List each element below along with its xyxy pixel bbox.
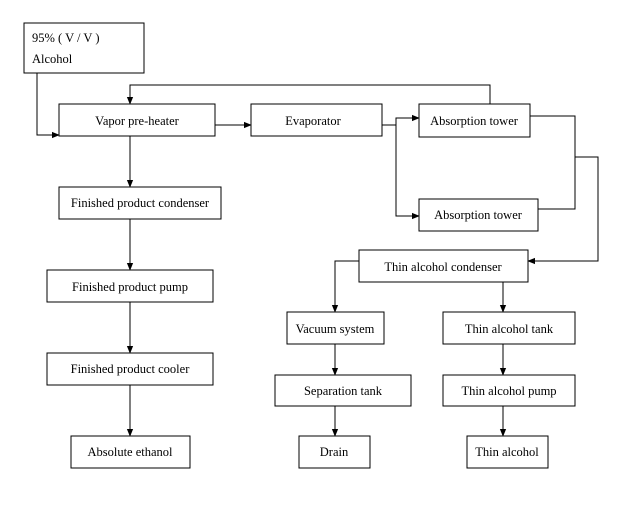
absorption-tower-2-label: Absorption tower — [434, 208, 523, 222]
arrow-condenser-to-vacuum-system — [331, 260, 359, 313]
node-finished-product-pump: Finished product pump — [46, 269, 214, 303]
node-finished-product-cooler: Finished product cooler — [46, 352, 214, 386]
node-absolute-ethanol: Absolute ethanol — [70, 435, 191, 469]
arrow-tower-1-to-condenser — [527, 115, 599, 265]
node-separation-tank: Separation tank — [274, 374, 412, 407]
absorption-tower-1-label: Absorption tower — [430, 114, 519, 128]
node-thin-alcohol-condenser: Thin alcohol condenser — [358, 249, 529, 283]
node-absorption-tower-1: Absorption tower — [418, 103, 531, 138]
evaporator-label: Evaporator — [285, 114, 341, 128]
vapor-preheater-label: Vapor pre-heater — [95, 114, 179, 128]
node-vapor-preheater: Vapor pre-heater — [58, 103, 216, 137]
alcohol-input-label: Alcohol — [32, 52, 73, 66]
thin-alcohol-pump-label: Thin alcohol pump — [461, 384, 556, 398]
thin-alcohol-label: Thin alcohol — [475, 445, 539, 459]
node-thin-alcohol-pump: Thin alcohol pump — [442, 374, 576, 407]
node-thin-alcohol: Thin alcohol — [466, 435, 549, 469]
vacuum-system-label: Vacuum system — [296, 322, 375, 336]
absolute-ethanol-label: Absolute ethanol — [87, 445, 173, 459]
arrow-alcohol-to-preheater — [36, 73, 60, 139]
flow-arrows — [36, 73, 599, 437]
arrow-evaporator-to-tower-1 — [382, 114, 420, 126]
alcohol-input-concentration: 95% ( V / V ) — [32, 31, 100, 45]
arrow-evaporator-to-tower-2 — [395, 125, 420, 220]
node-alcohol-input: 95% ( V / V ) Alcohol — [23, 22, 145, 74]
thin-alcohol-condenser-label: Thin alcohol condenser — [384, 260, 502, 274]
finished-product-condenser-label: Finished product condenser — [71, 196, 210, 210]
node-drain: Drain — [298, 435, 371, 469]
node-evaporator: Evaporator — [250, 103, 383, 137]
node-finished-product-condenser: Finished product condenser — [58, 186, 222, 220]
drain-label: Drain — [320, 445, 349, 459]
arrow-tower-2-to-condenser — [538, 157, 576, 210]
separation-tank-label: Separation tank — [304, 384, 383, 398]
node-vacuum-system: Vacuum system — [286, 311, 385, 345]
arrow-tower-1-to-preheater — [126, 84, 491, 105]
finished-product-cooler-label: Finished product cooler — [71, 362, 191, 376]
node-absorption-tower-2: Absorption tower — [418, 198, 539, 232]
finished-product-pump-label: Finished product pump — [72, 280, 188, 294]
node-thin-alcohol-tank: Thin alcohol tank — [442, 311, 576, 345]
thin-alcohol-tank-label: Thin alcohol tank — [465, 322, 554, 336]
